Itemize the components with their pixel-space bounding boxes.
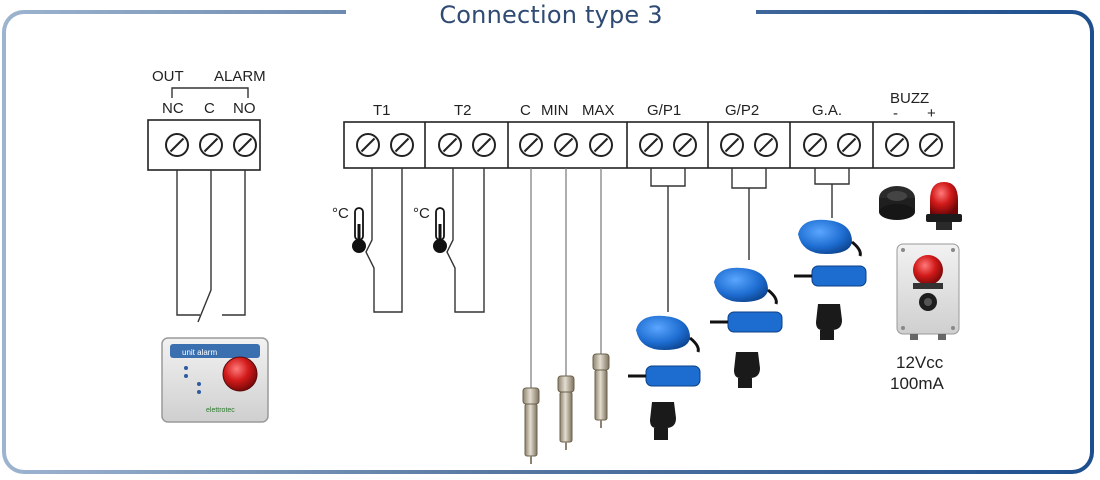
t2-sensor-wire xyxy=(446,168,485,313)
buzzer-current-label: 100mA xyxy=(890,374,945,393)
relay-alarm-label: ALARM xyxy=(214,68,266,85)
gp2-float-switch-icon xyxy=(714,267,768,302)
ga-float-switch-icon xyxy=(798,219,852,254)
relay-screw-nc xyxy=(165,133,189,157)
unit-alarm-device: unit alarm elettrotec xyxy=(161,337,269,423)
terminal-label-gp1: G/P1 xyxy=(647,102,681,119)
relay-nc-label: NC xyxy=(162,100,184,117)
relay-out-label: OUT xyxy=(152,68,184,85)
t1-sensor-wire xyxy=(365,168,403,313)
relay-nc-wire xyxy=(176,170,200,316)
screw-min xyxy=(554,133,578,157)
terminal-label-ga: G.A. xyxy=(812,102,842,119)
screw-ga-a xyxy=(803,133,827,157)
terminal-label-min: MIN xyxy=(541,102,569,119)
buzzer-group: 12Vcc 100mA xyxy=(879,182,962,393)
gp1-counterweight-icon xyxy=(650,402,676,428)
gp2-counterweight-icon xyxy=(734,352,760,378)
unit-alarm-led-icon xyxy=(197,382,201,386)
screw-t2-b xyxy=(472,133,496,157)
relay-group-bracket xyxy=(171,87,249,98)
gp2-float-sensor-icon xyxy=(727,311,783,333)
terminal-label-t2: T2 xyxy=(454,102,472,119)
level-probes xyxy=(522,168,610,464)
unit-alarm-label-strip xyxy=(170,344,260,358)
t1-celsius-label: °C xyxy=(332,205,349,222)
title-band: Connection type 3 xyxy=(346,0,756,29)
screw-t2-a xyxy=(438,133,462,157)
unit-alarm-led-icon xyxy=(197,390,201,394)
t1-thermostat: °C xyxy=(332,168,403,313)
screw-c xyxy=(519,133,543,157)
unit-alarm-led-icon xyxy=(184,374,188,378)
terminal-label-c: C xyxy=(520,102,531,119)
unit-alarm-brand: unit alarm xyxy=(182,348,217,357)
screw-gp1-b xyxy=(673,133,697,157)
gp1-float-switch-icon xyxy=(636,315,690,350)
gp1-float-sensor-icon xyxy=(645,365,701,387)
gp2-float-group xyxy=(710,168,783,388)
screw-ga-b xyxy=(837,133,861,157)
terminal-label-max: MAX xyxy=(582,102,615,119)
screw-gp2-a xyxy=(720,133,744,157)
relay-screw-no xyxy=(233,133,257,157)
terminal-label-t1: T1 xyxy=(373,102,391,119)
ga-bracket xyxy=(814,168,850,185)
relay-screw-c xyxy=(199,133,223,157)
main-terminal-block: T1 T2 C MIN MAX G/P1 G/P2 G.A. BUZZ - + xyxy=(343,90,955,169)
gp1-bracket xyxy=(650,168,686,187)
relay-c-label: C xyxy=(204,100,215,117)
ga-float-sensor-icon xyxy=(811,265,867,287)
unit-alarm-beacon-icon xyxy=(222,356,258,392)
relay-c-switch-wire xyxy=(197,170,212,323)
red-beacon-icon xyxy=(926,182,962,230)
screw-buzz-plus xyxy=(919,133,943,157)
screw-buzz-minus xyxy=(885,133,909,157)
relay-no-label: NO xyxy=(233,100,256,117)
siren-box-icon xyxy=(896,243,960,340)
ga-float-group xyxy=(794,168,867,340)
t2-thermostat: °C xyxy=(413,168,485,313)
terminal-label-buzz: BUZZ xyxy=(890,90,929,107)
screw-t1-a xyxy=(356,133,380,157)
unit-alarm-maker: elettrotec xyxy=(206,407,235,414)
probe-c-icon xyxy=(522,387,540,464)
gp1-float-group xyxy=(628,168,701,440)
diagram-title: Connection type 3 xyxy=(439,1,663,29)
screw-gp1-a xyxy=(639,133,663,157)
terminal-label-gp2: G/P2 xyxy=(725,102,759,119)
relay-terminal-group: OUT ALARM NC C NO xyxy=(147,68,266,323)
unit-alarm-led-icon xyxy=(184,366,188,370)
t2-celsius-label: °C xyxy=(413,205,430,222)
probe-max-icon xyxy=(592,353,610,428)
probe-min-icon xyxy=(557,375,575,450)
screw-gp2-b xyxy=(754,133,778,157)
gp2-bracket xyxy=(731,168,767,189)
terminal-label-buzz-minus: - xyxy=(893,105,898,122)
ga-counterweight-icon xyxy=(816,304,842,330)
screw-t1-b xyxy=(390,133,414,157)
terminal-label-buzz-plus: + xyxy=(927,105,936,122)
relay-no-wire xyxy=(222,170,246,316)
buzzer-icon xyxy=(879,186,915,220)
buzzer-voltage-label: 12Vcc xyxy=(896,353,944,372)
screw-max xyxy=(589,133,613,157)
